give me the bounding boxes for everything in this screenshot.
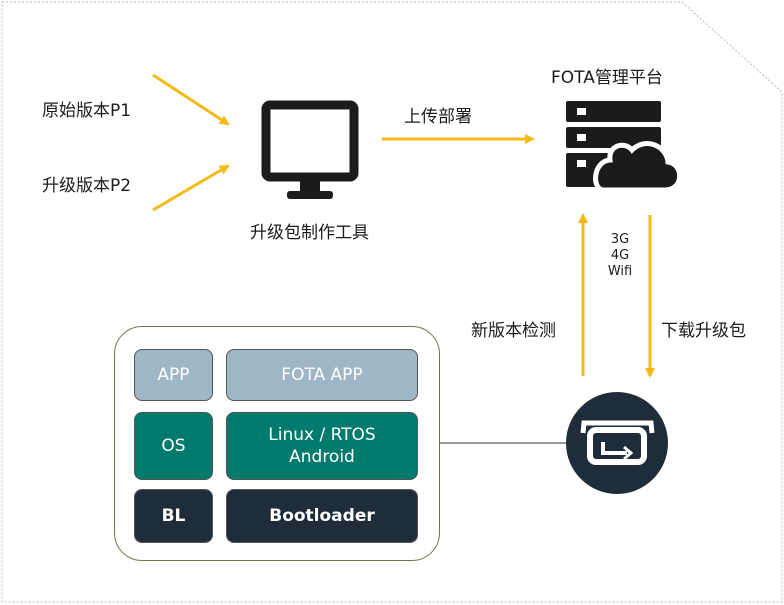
- stack-bootloader-label: Bootloader: [269, 506, 375, 526]
- download-label: 下载升级包: [661, 321, 746, 341]
- stack-fota-app-box: FOTA APP: [226, 349, 418, 401]
- stack-os-label: OS: [161, 436, 186, 456]
- check-label: 新版本检测: [471, 321, 556, 341]
- stack-fota-app-label: FOTA APP: [281, 365, 363, 385]
- input-original-label: 原始版本P1: [42, 101, 132, 121]
- stack-bootloader-box: Bootloader: [226, 489, 418, 543]
- stack-bl-box: BL: [134, 489, 213, 543]
- network-4g: 4G: [610, 248, 630, 263]
- stack-app-label: APP: [157, 365, 190, 385]
- stack-os-linux-label: Linux / RTOS: [268, 425, 376, 445]
- tool-label: 升级包制作工具: [250, 223, 369, 243]
- network-3g: 3G: [610, 232, 630, 247]
- stack-os-box: OS: [134, 412, 213, 480]
- stack-bl-label: BL: [161, 506, 186, 526]
- server-cloud-icon: [566, 101, 683, 193]
- arrow-original-to-tool: [152, 73, 230, 126]
- stack-os-detail-box: Linux / RTOS Android: [226, 412, 418, 480]
- software-stack: [114, 326, 440, 561]
- input-upgrade-label: 升级版本P2: [42, 176, 132, 196]
- stack-app-box: APP: [134, 349, 213, 401]
- network-wifi: Wifi: [607, 264, 633, 279]
- stack-os-android-label: Android: [289, 447, 355, 467]
- platform-label: FOTA管理平台: [551, 68, 663, 88]
- arrow-upgrade-to-tool: [152, 164, 230, 212]
- network-types: 3G 4G Wifi: [600, 232, 640, 280]
- device-update-icon: [566, 392, 668, 494]
- upload-label: 上传部署: [404, 107, 472, 127]
- monitor-icon: [261, 100, 359, 199]
